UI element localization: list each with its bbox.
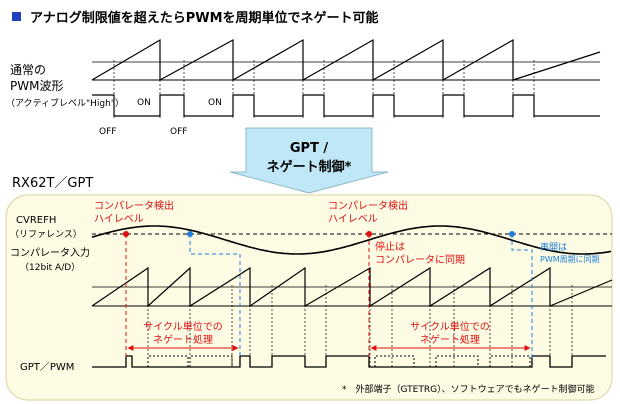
stop-label-line1: 停止は <box>375 240 405 253</box>
top-pwm-waveform <box>92 94 600 117</box>
on-label-2: ON <box>208 98 222 108</box>
off-label-1: OFF <box>99 127 116 137</box>
negated-pulses-dotted-5 <box>489 355 531 367</box>
comp-input-label-line1: コンパレータ入力 <box>10 246 90 259</box>
negated-pulses-dotted-1 <box>147 355 189 367</box>
gpt-negate-arrow: GPT / ネゲート制御* <box>229 127 389 194</box>
cycle-label-1-line2: ネゲート処理 <box>153 333 213 346</box>
detect-point-1 <box>123 231 129 237</box>
cycle-label-2-line2: ネゲート処理 <box>420 333 480 346</box>
comp-input-label-line2: （12bit A/D） <box>20 262 80 273</box>
arrow-line2: ネゲート制御* <box>267 159 352 175</box>
cvrefh-label-line2: （リファレンス） <box>10 229 82 240</box>
negated-pulses-dotted-2 <box>189 355 233 367</box>
normal-label-line3: （アクティブレベル"High"） <box>6 97 124 109</box>
cycle-label-2-line1: サイクル単位での <box>410 320 490 333</box>
negated-pulses-dotted-4 <box>435 355 479 367</box>
comparator-input-curve <box>91 225 612 255</box>
resume-point-1 <box>187 231 193 237</box>
gpt-pwm-label: GPT／PWM <box>20 361 74 373</box>
off-label-2: OFF <box>170 127 187 137</box>
normal-label-line1: 通常の <box>10 63 46 77</box>
on-label-1: ON <box>137 98 151 108</box>
normal-label-line2: PWM波形 <box>10 79 63 93</box>
resume-sync-line-1 <box>189 234 241 358</box>
stop-label-line2: コンパレータに同期 <box>375 254 465 266</box>
detect-label-2-line2: ハイレベル <box>328 213 378 225</box>
top-sawtooth-waveform <box>91 38 601 82</box>
page-title: アナログ制限値を超えたらPWMを周期単位でネゲート可能 <box>30 10 379 26</box>
negated-pulses-dotted-3 <box>374 355 415 367</box>
gpt-pwm-waveform <box>92 355 606 368</box>
cycle-label-1-line1: サイクル単位での <box>143 320 223 333</box>
device-label: RX62T／GPT <box>12 176 93 191</box>
gpt-panel <box>5 194 613 401</box>
detect-label-1-line2: ハイレベル <box>94 213 144 225</box>
resume-label-line1: 再開は <box>540 242 567 253</box>
arrow-line1: GPT / <box>290 141 329 156</box>
resume-sync-line-2 <box>511 234 533 358</box>
detect-label-2-line1: コンパレータ検出 <box>328 199 408 212</box>
gpt-section: CVREFH （リファレンス） コンパレータ入力 （12bit A/D） コンパ… <box>10 199 613 395</box>
detect-point-2 <box>366 231 372 237</box>
resume-point-2 <box>509 231 515 237</box>
normal-pwm-section: 通常の PWM波形 （アクティブレベル"High"） ON ON OFF OFF <box>6 38 601 137</box>
detect-label-1-line1: コンパレータ検出 <box>94 199 174 212</box>
resume-label-line2: PWM周期に同期 <box>540 255 600 264</box>
title-bullet-icon <box>12 12 21 21</box>
footnote: * 外部端子（GTETRG）、ソフトウェアでもネゲート制御可能 <box>342 383 595 395</box>
cvrefh-label-line1: CVREFH <box>16 215 56 226</box>
